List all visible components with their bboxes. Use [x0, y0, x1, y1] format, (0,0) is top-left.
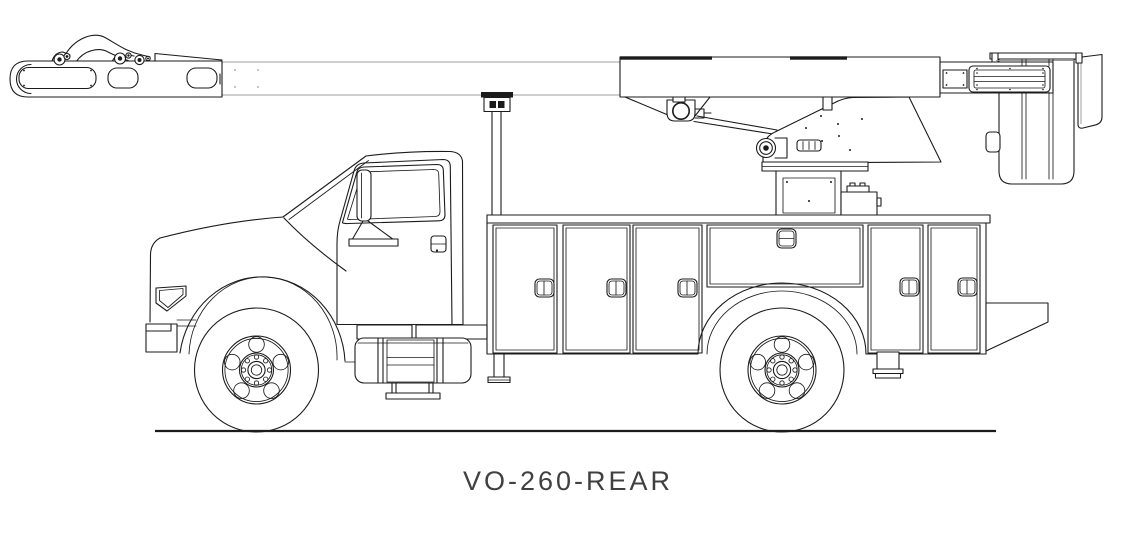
- compartment-door: [562, 224, 631, 354]
- boom-tip-slot: [18, 66, 97, 90]
- cab-roof: [365, 150, 464, 326]
- compartment-handle: [606, 278, 627, 298]
- front-bumper: [145, 323, 178, 353]
- body-top-rail: [486, 214, 991, 224]
- door-window: [341, 163, 446, 225]
- tank-step: [385, 382, 441, 400]
- cab-step-box: [356, 324, 413, 340]
- service-body: [486, 214, 1049, 384]
- truck-cab: [145, 150, 488, 363]
- turret-gusset-plate: [762, 96, 942, 164]
- rear-fender-arch: [697, 282, 867, 355]
- compartment-handle: [957, 277, 978, 297]
- rear-step-bumper: [985, 302, 1049, 352]
- boom-base-section: [619, 56, 941, 98]
- boom-tip-slot: [186, 67, 218, 89]
- turret-pedestal: [693, 96, 942, 217]
- compartment-handle: [534, 278, 555, 298]
- bucket-back-wall: [1077, 53, 1103, 129]
- hood: [159, 216, 284, 239]
- mirror-bracket: [351, 220, 395, 241]
- bucket-step-tab: [985, 131, 1001, 153]
- drawing-label: VO-260-REAR: [462, 466, 674, 496]
- cowl-line: [283, 217, 347, 272]
- compartment-door: [492, 224, 558, 354]
- front-wheel: [193, 307, 320, 433]
- bolt-plate-long: [968, 65, 1051, 93]
- boom-mid-section: [221, 61, 621, 96]
- headlight: [155, 285, 187, 312]
- lift-cylinder: [693, 115, 778, 135]
- cab-door: [336, 158, 453, 326]
- wheel-well-compartment: [706, 224, 864, 288]
- compartment-handle: [677, 278, 698, 298]
- rear-wheel: [719, 307, 845, 433]
- turret-tab: [822, 96, 833, 111]
- boom-tip-slot: [107, 67, 139, 89]
- compartment-door: [632, 224, 703, 354]
- compartment-handle: [899, 277, 920, 297]
- side-mirror: [356, 169, 372, 222]
- boom-tip-section: [9, 60, 223, 98]
- cab-step-box: [415, 324, 488, 340]
- boom-rest-cradle: [483, 96, 511, 113]
- tank-straps: [377, 337, 444, 384]
- elbow-sheave: [624, 96, 712, 122]
- boom-end-mount: [939, 52, 1083, 180]
- platform-top-plate: [989, 52, 1083, 60]
- outrigger: [872, 351, 904, 379]
- windshield-pillar: [282, 155, 367, 218]
- winch-bracket: [774, 137, 788, 159]
- aerial-boom: [9, 52, 941, 98]
- bucket-hanger-bars: [1021, 58, 1054, 180]
- compartment-handle: [776, 228, 797, 249]
- compartment-door: [927, 224, 981, 354]
- boom-support-post: [481, 92, 513, 217]
- bolt-plate-small: [942, 69, 968, 89]
- body-support-leg: [487, 353, 511, 384]
- fuel-tank: [354, 337, 472, 400]
- hydraulic-reservoir-box: [840, 191, 878, 217]
